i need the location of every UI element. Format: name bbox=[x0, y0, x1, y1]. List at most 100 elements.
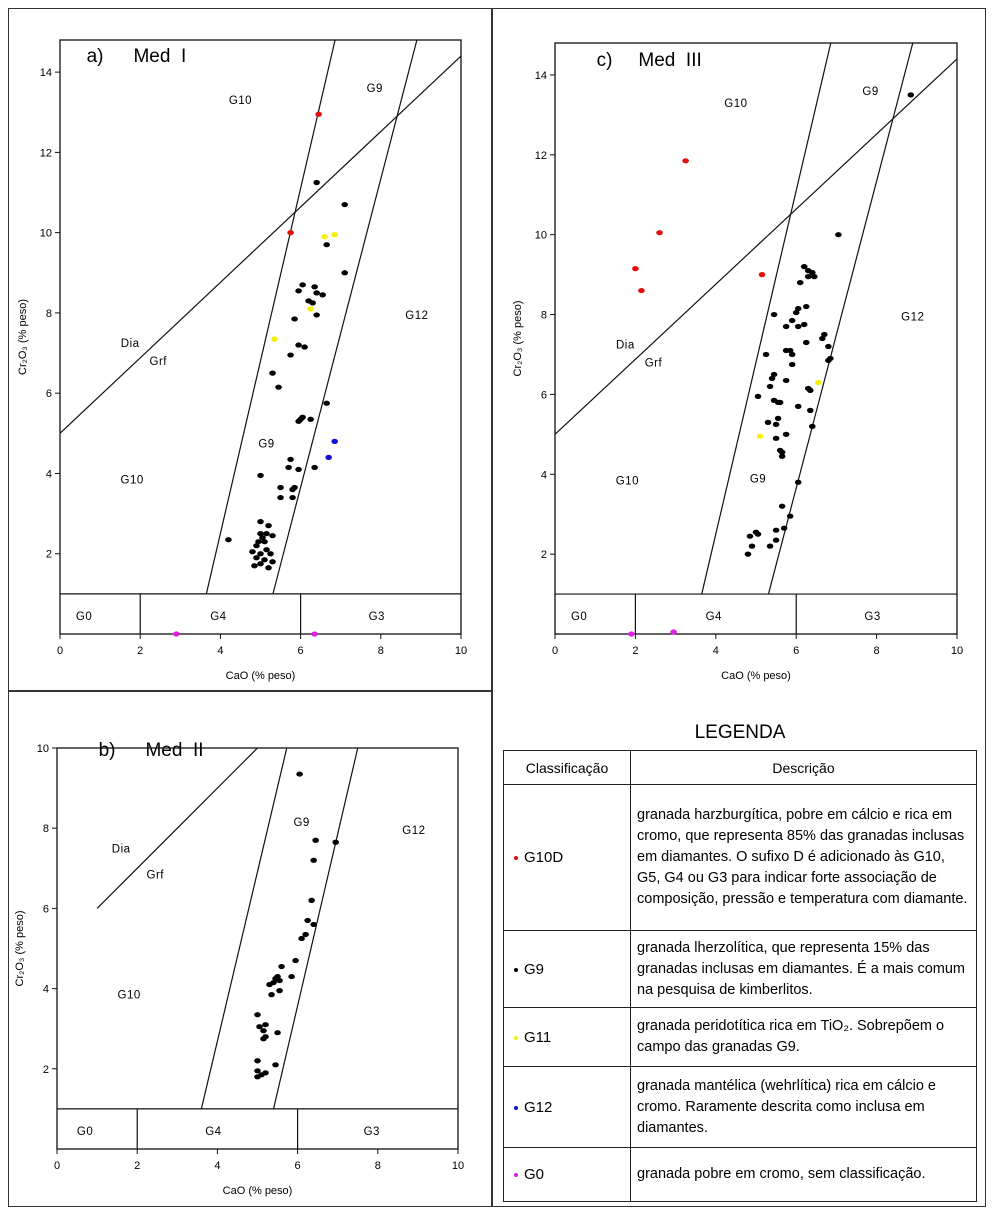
data-point-g9 bbox=[289, 494, 296, 501]
x-tick-label: 10 bbox=[455, 645, 467, 657]
yellow-dot-icon bbox=[514, 1035, 518, 1040]
region-label: G12 bbox=[405, 310, 428, 322]
data-point-g9 bbox=[312, 837, 319, 843]
data-point-g10d bbox=[682, 158, 689, 164]
data-point-g9 bbox=[301, 344, 308, 350]
series-g9 bbox=[744, 92, 915, 557]
data-point-g11 bbox=[271, 336, 278, 342]
region-label: Grf bbox=[150, 356, 168, 368]
data-point-g9 bbox=[263, 547, 270, 553]
data-point-g9 bbox=[257, 531, 264, 537]
data-point-g9 bbox=[800, 321, 808, 328]
diamond-graphite-line bbox=[555, 58, 957, 435]
region-label: G0 bbox=[77, 1126, 93, 1138]
data-point-g9 bbox=[778, 449, 786, 455]
data-point-g9 bbox=[808, 270, 816, 276]
data-point-g9 bbox=[295, 418, 302, 424]
data-point-g9 bbox=[260, 1028, 267, 1034]
region-label: G0 bbox=[571, 611, 587, 623]
plot-area-frame bbox=[554, 42, 958, 635]
data-point-g9 bbox=[302, 931, 309, 938]
data-point-g9 bbox=[267, 551, 274, 557]
data-point-g9 bbox=[819, 335, 826, 342]
plot-area-frame bbox=[59, 39, 462, 635]
data-point-g9 bbox=[268, 992, 275, 998]
data-point-g9 bbox=[772, 527, 780, 533]
series-g0 bbox=[628, 629, 677, 637]
legend-header-description: Descrição bbox=[630, 750, 977, 785]
legend-row-g12: G12 granada mantélica (wehrlítica) rica … bbox=[503, 1066, 977, 1148]
legend-class-label: G10D bbox=[524, 849, 564, 866]
legend-class-label: G12 bbox=[524, 1098, 553, 1116]
data-point-g10d bbox=[287, 230, 294, 236]
panel-c-title: c)Med III bbox=[586, 28, 702, 72]
x-tick-label: 6 bbox=[298, 645, 304, 657]
y-tick-label: 2 bbox=[43, 1064, 49, 1076]
y-tick-label: 10 bbox=[40, 228, 52, 240]
data-point-g9 bbox=[265, 523, 272, 529]
y-tick-label: 8 bbox=[43, 823, 49, 835]
region-label: G4 bbox=[706, 611, 722, 623]
data-point-g9 bbox=[274, 1030, 281, 1036]
y-tick-label: 10 bbox=[37, 743, 49, 755]
data-point-g9 bbox=[810, 274, 818, 280]
data-point-g9 bbox=[323, 242, 330, 248]
data-point-g9 bbox=[774, 415, 782, 421]
data-point-g9 bbox=[265, 565, 272, 571]
legend-class: G9 bbox=[503, 930, 631, 1008]
region-label: G9 bbox=[750, 473, 766, 485]
data-point-g9 bbox=[313, 179, 320, 186]
data-point-g9 bbox=[341, 201, 349, 208]
red-dot-icon bbox=[514, 856, 518, 861]
data-point-g9 bbox=[253, 543, 260, 549]
series-g9 bbox=[254, 771, 339, 1080]
data-point-g9 bbox=[778, 503, 786, 509]
data-point-g9 bbox=[272, 1062, 279, 1068]
g9-right-boundary bbox=[767, 43, 914, 595]
data-point-g9 bbox=[835, 232, 842, 238]
panel-divider-vertical bbox=[491, 8, 493, 1206]
data-point-g9 bbox=[249, 549, 256, 555]
data-point-g9 bbox=[800, 264, 808, 270]
panel-letter: a) bbox=[86, 46, 104, 67]
x-tick-label: 6 bbox=[295, 1160, 301, 1172]
y-axis-label: Cr₂O₃ (% peso) bbox=[14, 911, 26, 987]
region-label: G9 bbox=[293, 817, 309, 829]
data-point-g9 bbox=[772, 537, 780, 543]
data-point-g9 bbox=[766, 543, 774, 549]
y-tick-label: 2 bbox=[541, 549, 547, 561]
plot-area-frame bbox=[56, 747, 459, 1150]
data-point-g9 bbox=[269, 370, 276, 376]
region-label: G10 bbox=[121, 474, 144, 486]
data-point-g9 bbox=[748, 543, 756, 549]
region-label: G9 bbox=[367, 83, 383, 95]
data-point-g10d bbox=[632, 266, 639, 272]
data-point-g9 bbox=[310, 921, 317, 928]
black-dot-icon bbox=[514, 967, 518, 972]
data-point-g9 bbox=[285, 464, 292, 471]
panel-letter: b) bbox=[98, 740, 116, 761]
legend-class: G10D bbox=[503, 784, 631, 931]
legend-description: granada lherzolítica, que representa 15%… bbox=[630, 930, 977, 1008]
legend-description: granada peridotítica rica em TiO₂. Sobre… bbox=[630, 1007, 977, 1067]
data-point-g9 bbox=[319, 292, 326, 298]
y-tick-label: 14 bbox=[535, 70, 547, 82]
data-point-g9 bbox=[298, 935, 305, 942]
x-tick-label: 4 bbox=[713, 645, 719, 657]
y-tick-label: 2 bbox=[46, 549, 52, 561]
data-point-g9 bbox=[292, 957, 299, 964]
region-label: G10 bbox=[229, 95, 252, 107]
data-point-g9 bbox=[788, 317, 796, 324]
x-tick-label: 8 bbox=[378, 645, 384, 657]
data-point-g9 bbox=[255, 539, 262, 545]
y-tick-label: 12 bbox=[535, 150, 547, 162]
legend-description: granada pobre em cromo, sem classificaçã… bbox=[630, 1147, 977, 1202]
classification-boundaries bbox=[60, 40, 461, 634]
data-point-g9 bbox=[772, 435, 780, 441]
g9-left-boundary bbox=[701, 43, 832, 595]
data-point-g0 bbox=[311, 631, 318, 637]
g9-left-boundary bbox=[200, 748, 288, 1110]
data-point-g9 bbox=[806, 387, 814, 394]
data-point-g9 bbox=[744, 551, 752, 557]
data-point-g9 bbox=[794, 323, 802, 330]
